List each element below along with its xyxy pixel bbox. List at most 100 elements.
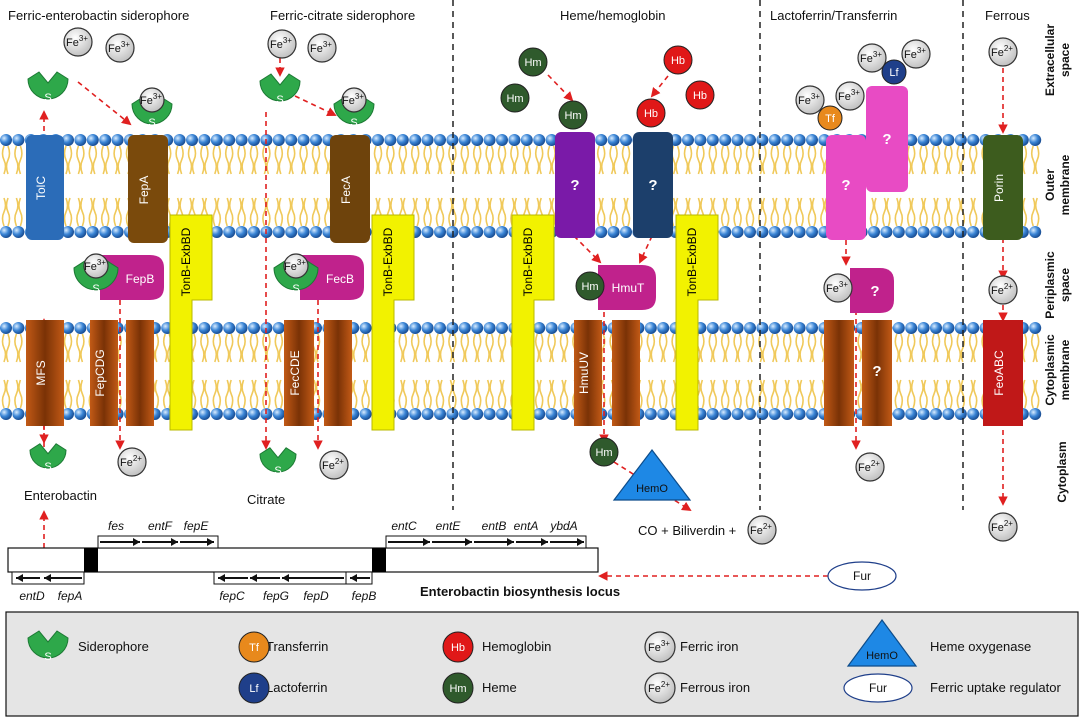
lipid-tail: [547, 145, 552, 175]
lipid-tail: [712, 333, 718, 363]
lipid-head: [731, 134, 744, 146]
lipid-tail: [278, 333, 284, 363]
svg-text:S: S: [350, 117, 357, 129]
lipid-tail: [749, 333, 755, 363]
svg-text:Tf: Tf: [249, 642, 260, 654]
lipid-tail: [476, 197, 482, 227]
lipid-tail: [365, 333, 370, 363]
lipid-head: [483, 408, 496, 420]
lipid-head: [768, 408, 781, 420]
feca-protein: FecA: [330, 135, 370, 243]
locus-title: Enterobactin biosynthesis locus: [420, 584, 620, 599]
lipid-tail: [596, 145, 602, 175]
lipid-head: [768, 134, 781, 146]
lipid-head: [781, 226, 794, 238]
lipid-tail: [770, 197, 776, 227]
gene-label-fepC: fepC: [219, 589, 245, 603]
lipid-tail: [807, 197, 813, 227]
lactoferrin-transporter-unknown: ?: [862, 320, 892, 426]
lipid-tail: [931, 197, 937, 227]
arrow: [547, 74, 574, 102]
lipid-tail: [200, 379, 205, 409]
lipid-head: [756, 408, 769, 420]
lipid-head: [905, 226, 918, 238]
legend-lactoferrin-icon: Lf: [238, 672, 270, 704]
lipid-tail: [708, 145, 714, 175]
lipid-head: [210, 408, 223, 420]
svg-text:?: ?: [870, 283, 879, 300]
svg-text:?: ?: [882, 131, 891, 148]
inner-membrane-transporters: MFS FepCDG FecCDE HmuUV ? FeoABC: [26, 320, 1023, 426]
gene-arrow-entE-head: [465, 538, 472, 546]
lipid-head: [781, 322, 794, 334]
lipid-head: [942, 322, 955, 334]
lipid-head: [421, 134, 434, 146]
lipid-head: [186, 134, 198, 146]
lipid-tail: [807, 145, 813, 175]
svg-text:membrane: membrane: [1058, 339, 1072, 400]
lipid-head: [905, 408, 918, 420]
lipid-tail: [625, 197, 631, 227]
hmuuv-transporter-part: [612, 320, 640, 426]
lipid-head: [806, 134, 818, 146]
lipid-tail: [968, 379, 974, 409]
lipid-tail: [67, 333, 73, 363]
lipid-tail: [410, 333, 416, 363]
lipid-head: [272, 134, 285, 146]
lipid-tail: [485, 333, 490, 363]
lipid-tail: [910, 197, 916, 227]
lipid-head: [409, 408, 422, 420]
lipid-tail: [253, 197, 259, 227]
lipid-tail: [538, 145, 544, 175]
lipid-tail: [650, 333, 656, 363]
lipid-tail: [278, 379, 284, 409]
lipid-tail: [489, 379, 494, 409]
arrow: [638, 235, 653, 264]
lipid-tail: [485, 197, 490, 227]
lipid-tail: [960, 333, 966, 363]
ferric-iron: Fe3+: [835, 81, 865, 111]
lipid-tail: [782, 145, 788, 175]
lipid-tail: [423, 197, 428, 227]
hmut-protein: HmuT: [598, 265, 656, 310]
lipid-head: [235, 408, 248, 420]
lipid-tail: [452, 379, 457, 409]
gene-arrow-fes-head: [133, 538, 140, 546]
lipid-head: [930, 322, 942, 334]
lipid-tail: [410, 145, 416, 175]
lipid-tail: [658, 333, 664, 363]
lipid-tail: [485, 145, 490, 175]
lipid-head: [434, 134, 446, 146]
lipid-tail: [799, 333, 804, 363]
lipid-tail: [402, 333, 408, 363]
lipid-tail: [80, 145, 85, 175]
lipid-tail: [935, 145, 941, 175]
lipid-tail: [811, 197, 817, 227]
lipid-tail: [216, 379, 222, 409]
lipid-head: [384, 134, 397, 146]
lipid-tail: [762, 333, 767, 363]
heme-molecule: Hm: [518, 47, 548, 77]
svg-text:S: S: [44, 461, 51, 473]
lipid-tail: [501, 333, 507, 363]
lipid-head: [285, 134, 298, 146]
lipid-tail: [609, 145, 614, 175]
svg-text:S: S: [274, 465, 281, 477]
lipid-tail: [1034, 145, 1040, 175]
lipid-tail: [224, 379, 230, 409]
lipid-head: [657, 322, 670, 334]
lipid-tail: [799, 197, 804, 227]
lipid-tail: [662, 379, 668, 409]
lipid-tail: [931, 333, 937, 363]
lipid-tail: [460, 197, 466, 227]
lipid-tail: [448, 333, 453, 363]
lipid-head: [731, 408, 744, 420]
svg-text:Fur: Fur: [869, 681, 887, 695]
lipid-tail: [795, 379, 800, 409]
lipid-tail: [187, 145, 193, 175]
lipid-head: [198, 134, 211, 146]
ferric-iron: Fe3+: [307, 33, 337, 63]
lipid-tail: [799, 379, 804, 409]
ferrous-iron: Fe2+: [117, 447, 147, 477]
